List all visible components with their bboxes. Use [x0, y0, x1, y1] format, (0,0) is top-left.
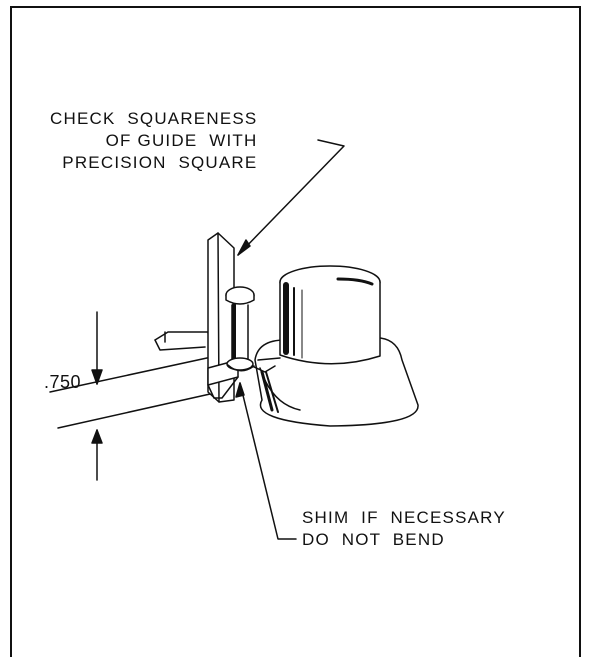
callout-line: DO NOT BEND: [302, 530, 445, 549]
guide-pin: [225, 286, 255, 372]
shim-leader-line: [239, 382, 297, 540]
cylinder-base: [251, 265, 419, 427]
check-leader-line: [237, 139, 345, 256]
dimension-marker: [91, 311, 103, 481]
guide-rail: [49, 331, 231, 429]
callout-line: SHIM IF NECESSARY: [302, 508, 506, 527]
callout-line: OF GUIDE WITH: [105, 131, 258, 150]
drawing-frame: [10, 6, 581, 657]
callout-line: CHECK SQUARENESS: [50, 109, 258, 128]
callout-line: PRECISION SQUARE: [62, 153, 258, 172]
shim-callout: SHIM IF NECESSARY DO NOT BEND: [302, 507, 506, 551]
dimension-value: .750: [44, 372, 82, 392]
check-squareness-callout: CHECK SQUARENESS OF GUIDE WITH PRECISION…: [50, 108, 257, 174]
